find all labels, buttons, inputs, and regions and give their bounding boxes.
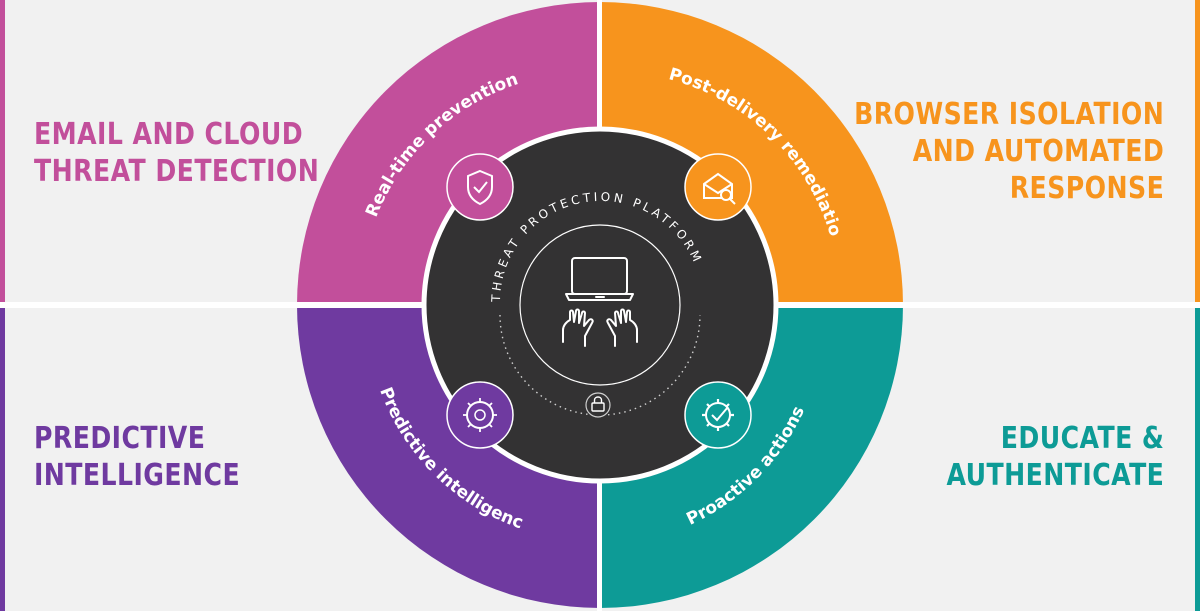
accent-bar: [0, 308, 5, 611]
lock-icon: [585, 392, 611, 418]
gear-check-icon: [684, 381, 752, 449]
hub-inner-ring: [519, 224, 681, 386]
heading-browser-isolation: BROWSER ISOLATION AND AUTOMATED RESPONSE: [854, 96, 1164, 207]
accent-bar: [0, 0, 5, 302]
mail-search-icon: [684, 153, 752, 221]
heading-line: EDUCATE &: [1000, 421, 1164, 456]
heading-line: BROWSER ISOLATION: [853, 97, 1164, 132]
heading-line: RESPONSE: [1009, 171, 1164, 206]
accent-bar: [1195, 308, 1200, 611]
hub-disc: [421, 126, 779, 484]
shield-check-icon: [446, 153, 514, 221]
heading-line: THREAT DETECTION: [34, 154, 320, 189]
accent-bar: [1195, 0, 1200, 302]
heading-line: PREDICTIVE: [34, 421, 206, 456]
heading-line: INTELLIGENCE: [34, 458, 241, 493]
heading-line: AND AUTOMATED: [912, 134, 1164, 169]
heading-educate: EDUCATE & AUTHENTICATE: [946, 420, 1164, 494]
brain-chip-icon: [446, 381, 514, 449]
heading-predictive: PREDICTIVE INTELLIGENCE: [34, 420, 240, 494]
laptop-hands-icon: [562, 257, 638, 347]
heading-email-cloud: EMAIL AND CLOUD THREAT DETECTION: [34, 116, 319, 190]
heading-line: EMAIL AND CLOUD: [34, 117, 304, 152]
heading-line: AUTHENTICATE: [946, 458, 1164, 493]
